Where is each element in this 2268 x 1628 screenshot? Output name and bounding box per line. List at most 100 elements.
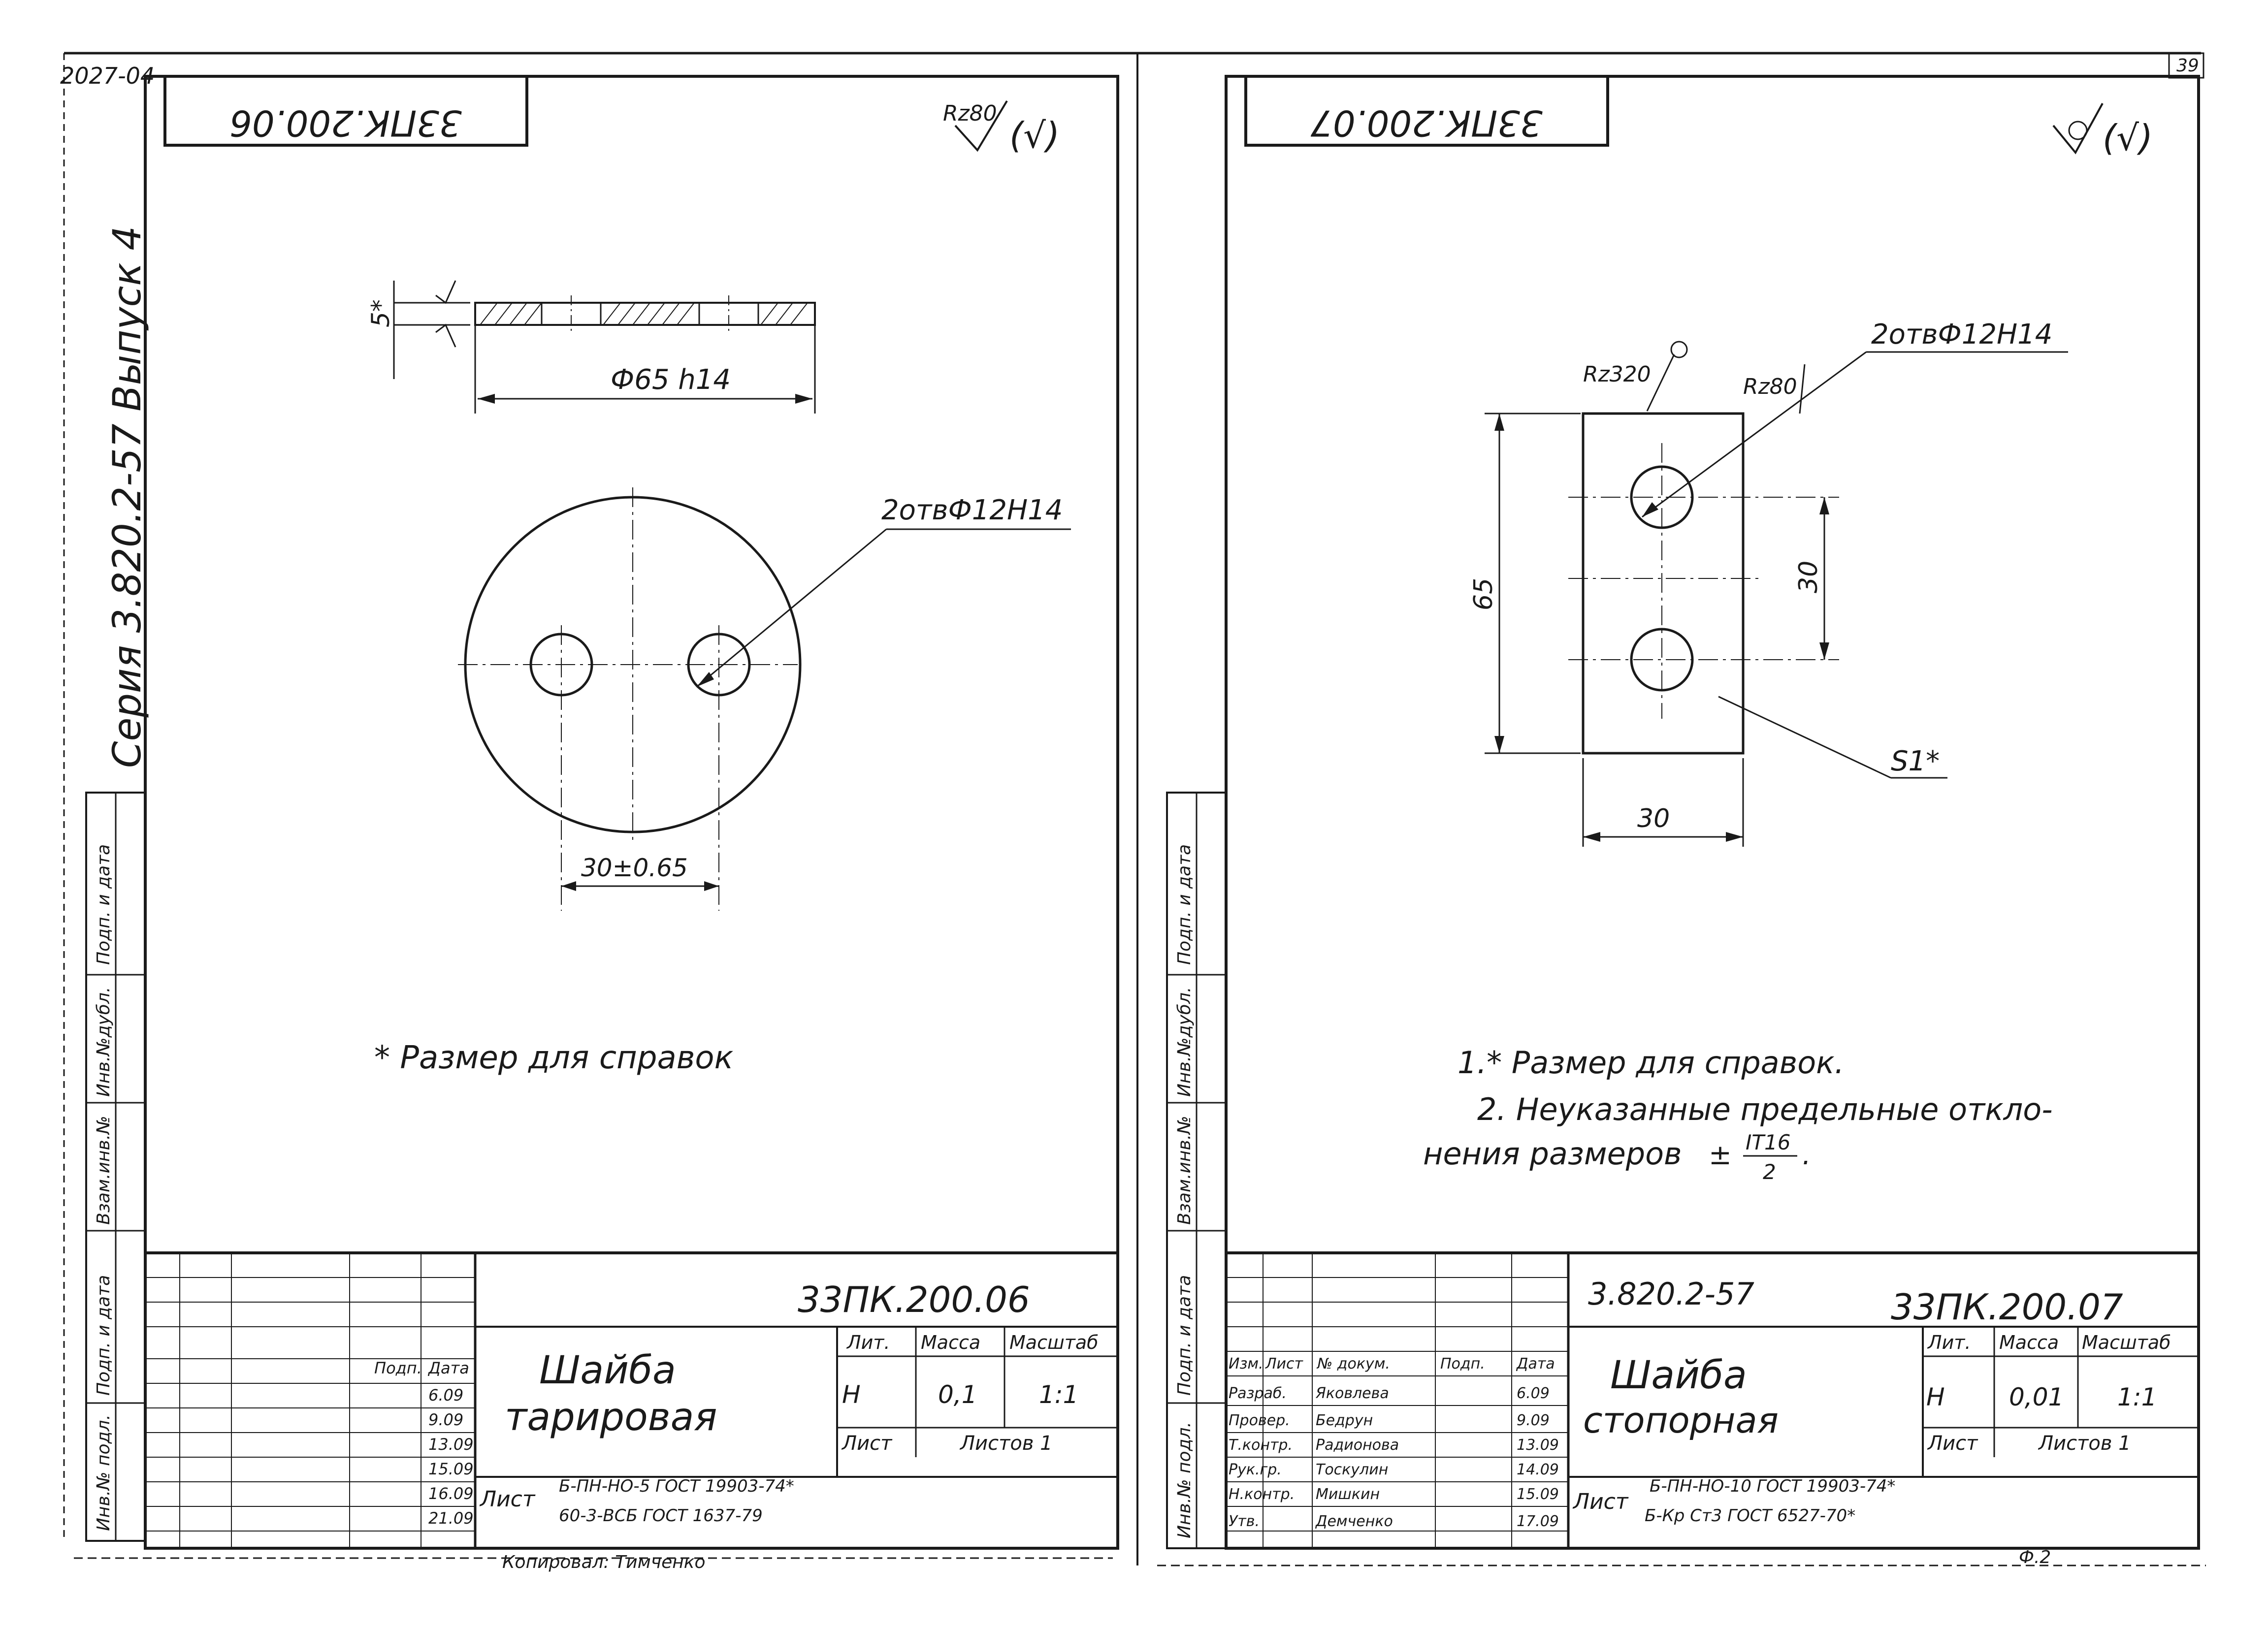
right-height-dim: 65 — [1469, 578, 1498, 610]
right-date-5: 15.09 — [1517, 1486, 1559, 1503]
left-diameter-dim: Ф65 h14 — [611, 364, 731, 396]
left-front-view: 2отвФ12H14 30±0.65 — [458, 487, 1071, 911]
left-roughness-paren: (√) — [1009, 115, 1060, 156]
series-label: Серия 3.820.2-57 Выпуск 4 — [105, 226, 150, 768]
right-th-date: Дата — [1516, 1355, 1555, 1373]
left-bottom-caption: Копировал: Тимченко — [502, 1552, 706, 1572]
left-stamp-1: Подп. и дата — [94, 844, 114, 965]
right-thickness-dim: S1* — [1891, 745, 1940, 777]
right-name-2: Бедрун — [1316, 1412, 1373, 1429]
right-drawing: 33ПК.200.07 (√) 65 30 — [1225, 75, 2200, 1567]
right-frame — [1225, 75, 2200, 1550]
right-th-sign: Подп. — [1440, 1355, 1485, 1373]
right-name-3: Радионова — [1316, 1436, 1399, 1454]
page-number: 39 — [2176, 56, 2199, 76]
left-side-stamp-strip: Подп. и дата Инв.№дубл. Взам.инв.№ Подп.… — [85, 792, 146, 1542]
left-title-block: Подп. Дата 6.09 9.09 13.09 15.09 16.09 2… — [145, 1251, 1118, 1548]
top-left-code: 2027-04 — [60, 63, 155, 89]
left-date-5: 16.09 — [428, 1484, 474, 1503]
left-col-lit: Лит. — [846, 1332, 890, 1353]
right-top-code-box — [1244, 75, 1609, 147]
left-stamp-5: Инв.№ подл. — [94, 1414, 114, 1531]
right-sheets-label: Листов 1 — [2038, 1432, 2131, 1455]
left-date-2: 9.09 — [428, 1410, 463, 1429]
right-role-5: Н.контр. — [1229, 1486, 1295, 1503]
right-sheet-label: Лист — [1927, 1432, 1978, 1455]
right-name-4: Тоскулин — [1316, 1461, 1388, 1478]
left-scale: 1:1 — [1039, 1380, 1078, 1409]
right-stamp-3: Взам.инв.№ — [1174, 1116, 1195, 1225]
left-lit: Н — [842, 1380, 861, 1409]
right-stamp-1: Подп. и дата — [1174, 844, 1195, 965]
left-date-3: 13.09 — [428, 1435, 474, 1454]
left-title-code: 33ПК.200.06 — [798, 1279, 1030, 1320]
right-role-6: Утв. — [1229, 1513, 1260, 1530]
left-sheets-label: Листов 1 — [959, 1432, 1053, 1455]
right-note-2-line-2: нения размеров — [1423, 1136, 1682, 1172]
right-material-line-2: Б-Кр Ст3 ГОСТ 6527-70* — [1645, 1506, 1855, 1526]
right-note-2-frac-top: IT16 — [1746, 1130, 1791, 1154]
right-name-6: Демченко — [1315, 1513, 1393, 1530]
right-bottom-caption: Ф.2 — [2019, 1547, 2051, 1567]
right-width-dim: 30 — [1637, 804, 1670, 833]
right-holes-note: 2отвФ12H14 — [1871, 319, 2052, 351]
right-top-code: 33ПК.200.07 — [1310, 102, 1543, 144]
right-side-stamp-strip: Подп. и дата Инв.№дубл. Взам.инв.№ Подп.… — [1166, 792, 1227, 1549]
right-material-prefix: Лист — [1572, 1489, 1629, 1514]
left-spacing-dim: 30±0.65 — [581, 854, 688, 882]
right-note-2-dot: . — [1802, 1139, 1811, 1171]
left-material-line-2: 60-3-ВСБ ГОСТ 1637-79 — [559, 1506, 763, 1526]
left-roughness-mark: Rz80 — [943, 101, 997, 126]
right-note-2-frac-bottom: 2 — [1763, 1160, 1776, 1184]
right-th-list: Лист — [1265, 1355, 1304, 1373]
left-sign-header-2: Дата — [427, 1359, 469, 1377]
right-spacing-dim: 30 — [1794, 561, 1823, 593]
left-drawing: 33ПК.200.06 Rz80 (√) — [144, 75, 1119, 1572]
right-lit: Н — [1926, 1383, 1945, 1411]
left-stamp-4: Подп. и дата — [94, 1275, 114, 1396]
right-date-4: 14.09 — [1517, 1461, 1559, 1478]
left-material-prefix: Лист — [479, 1487, 536, 1512]
right-date-1: 6.09 — [1517, 1385, 1550, 1402]
right-series-code: 3.820.2-57 — [1588, 1276, 1754, 1312]
left-title-name-2: тарировая — [505, 1395, 717, 1439]
left-frame — [144, 75, 1119, 1550]
left-material-line-1: Б-ПН-НО-5 ГОСТ 19903-74* — [559, 1476, 794, 1496]
left-thickness-dim: 5* — [366, 299, 395, 327]
left-top-code-box — [163, 75, 528, 147]
right-title-block: Изм. Лист № докум. Подп. Дата Разраб. Пр… — [1226, 1251, 2199, 1548]
right-rz320: Rz320 — [1583, 362, 1651, 387]
right-stamp-5: Инв.№ подл. — [1174, 1422, 1195, 1538]
left-col-scale: Масштаб — [1009, 1332, 1099, 1353]
right-note-2-line-1: 2. Неуказанные предельные откло- — [1477, 1091, 2053, 1127]
left-col-mass: Масса — [921, 1332, 980, 1353]
left-holes-note: 2отвФ12H14 — [881, 494, 1063, 526]
right-stamp-4: Подп. и дата — [1174, 1275, 1195, 1396]
right-role-4: Рук.гр. — [1229, 1461, 1282, 1478]
right-note-2-pm: ± — [1709, 1139, 1732, 1171]
left-mass: 0,1 — [938, 1380, 977, 1409]
plate-outline — [1582, 412, 1745, 755]
right-scale: 1:1 — [2117, 1383, 2157, 1411]
left-top-code: 33ПК.200.06 — [229, 102, 462, 144]
left-roughness-symbol — [954, 100, 1008, 152]
left-sign-header-1: Подп. — [374, 1359, 422, 1377]
left-date-1: 6.09 — [428, 1386, 463, 1405]
right-title-code: 33ПК.200.07 — [1891, 1286, 2123, 1328]
right-rz80: Rz80 — [1743, 374, 1797, 399]
right-th-izm: Изм. — [1229, 1355, 1264, 1373]
right-material-line-1: Б-ПН-НО-10 ГОСТ 19903-74* — [1650, 1476, 1895, 1496]
right-role-1: Разраб. — [1229, 1385, 1287, 1402]
right-date-2: 9.09 — [1517, 1412, 1550, 1429]
right-note-1: 1.* Размер для справок. — [1458, 1045, 1844, 1081]
right-title-name-2: стопорная — [1583, 1400, 1779, 1441]
right-col-scale: Масштаб — [2082, 1332, 2171, 1353]
left-date-6: 21.09 — [428, 1509, 474, 1528]
left-date-4: 15.09 — [428, 1460, 474, 1478]
right-col-lit: Лит. — [1927, 1332, 1971, 1353]
right-name-1: Яковлева — [1315, 1385, 1389, 1402]
right-stamp-2: Инв.№дубл. — [1174, 987, 1195, 1097]
left-stamp-3: Взам.инв.№ — [94, 1116, 114, 1225]
left-stamp-2: Инв.№дубл. — [94, 987, 114, 1097]
